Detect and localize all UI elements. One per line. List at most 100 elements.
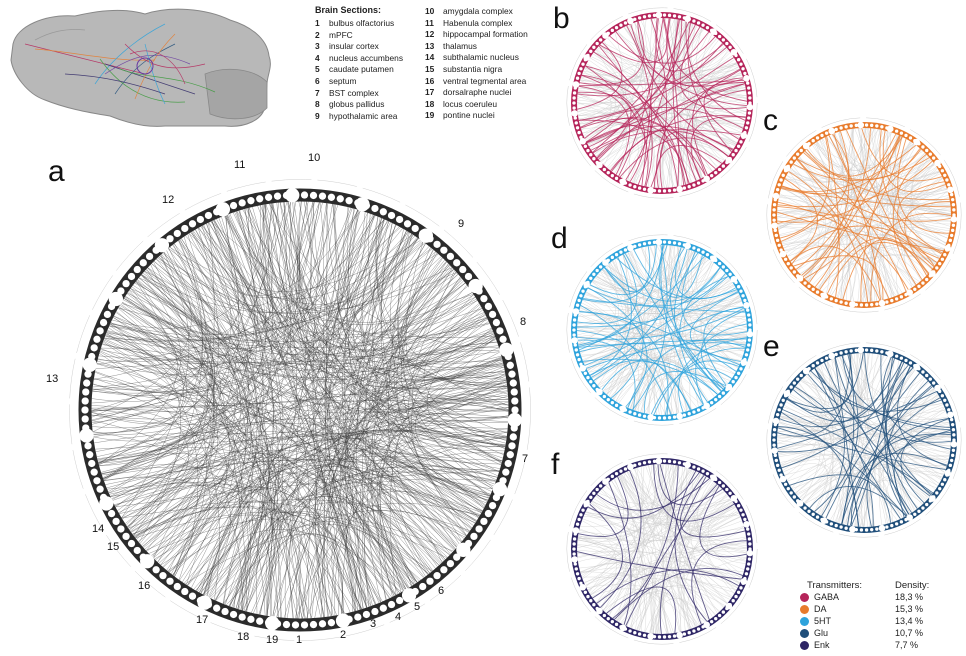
region-node [577, 517, 581, 522]
region-node [725, 387, 729, 392]
region-node [854, 302, 858, 307]
region-node [854, 123, 858, 128]
connection-line [593, 52, 703, 178]
region-node [815, 515, 820, 519]
connection-line [582, 245, 675, 361]
region-node [662, 635, 667, 639]
region-node [948, 238, 953, 243]
region-node [811, 287, 815, 291]
transmitter-connection-line [695, 323, 747, 405]
region-node [928, 274, 932, 278]
connection-line [92, 290, 188, 434]
region-node [783, 482, 788, 486]
region-node [728, 603, 732, 607]
region-node [480, 294, 488, 303]
region-node [221, 607, 229, 616]
region-node [90, 468, 98, 476]
connection-line [780, 353, 873, 417]
connection-line [152, 455, 501, 558]
region-node [925, 502, 929, 507]
region-node [859, 528, 864, 532]
transmitter-connection-line [790, 245, 881, 301]
transmitter-connection-line [685, 89, 747, 181]
region-node [894, 297, 899, 301]
region-node [606, 617, 610, 621]
region-node [579, 135, 583, 139]
transmitter-connection-line [850, 429, 951, 527]
region-node [623, 467, 628, 471]
region-node [870, 302, 874, 307]
region-node [345, 197, 353, 205]
region-node [589, 380, 593, 384]
panel-letter-d: d [551, 222, 568, 255]
transmitter-density: 15,3 % [895, 604, 924, 614]
connection-line [592, 247, 682, 289]
region-node [575, 303, 580, 307]
connection-line [386, 265, 506, 448]
region-node [717, 480, 722, 485]
transmitter-connection-line [577, 307, 745, 340]
connection-line [777, 154, 927, 228]
connection-line [333, 204, 507, 403]
transmitter-connection-line [591, 69, 741, 151]
region-node [117, 287, 125, 295]
panel-letter-c: c [763, 104, 778, 137]
connection-line [795, 161, 903, 294]
region-node [815, 290, 820, 294]
connection-line [115, 451, 409, 589]
region-node [606, 171, 610, 175]
transmitter-connection-line [802, 128, 871, 278]
region-node [133, 265, 141, 274]
region-node [122, 279, 130, 288]
region-node [657, 416, 662, 420]
region-node [610, 474, 615, 479]
connection-line [611, 480, 737, 526]
region-node [152, 246, 160, 254]
connection-line [617, 30, 745, 125]
connection-line [804, 462, 887, 525]
region-node [419, 229, 427, 238]
region-node [731, 380, 735, 384]
connection-line [203, 455, 462, 595]
region-node [904, 133, 908, 138]
region-node [731, 49, 735, 53]
region-node [921, 506, 925, 510]
region-node [687, 17, 691, 21]
chord-diagram-enk [566, 453, 758, 645]
chord-diagram-da [766, 117, 962, 313]
region-node [506, 451, 514, 459]
region-node [854, 527, 858, 532]
connection-line [577, 62, 738, 117]
region-node [772, 223, 777, 227]
connection-line [827, 361, 943, 478]
region-node [672, 188, 677, 192]
region-node [221, 204, 229, 213]
transmitter-connection-line [781, 187, 951, 208]
region-node [229, 201, 238, 210]
region-node [705, 176, 710, 181]
region-node [741, 67, 745, 71]
connection-line [794, 386, 952, 441]
connection-line [108, 277, 230, 493]
region-node [951, 203, 956, 207]
region-node [792, 270, 797, 274]
region-node [772, 428, 777, 432]
region-node [721, 265, 726, 269]
region-node [747, 116, 751, 120]
transmitter-connection-line [674, 247, 737, 300]
region-node [633, 17, 637, 21]
chord-group [566, 234, 758, 426]
region-node [803, 506, 807, 510]
region-node [714, 258, 718, 262]
transmitter-connection-line [847, 417, 949, 526]
connection-line [146, 268, 509, 413]
region-node [696, 627, 701, 631]
region-node [577, 357, 581, 362]
connection-line [184, 533, 361, 610]
connection-line [613, 586, 726, 620]
region-node [952, 218, 956, 222]
connection-line [191, 231, 279, 618]
region-node [426, 235, 434, 243]
transmitter-connection-line [627, 339, 746, 408]
